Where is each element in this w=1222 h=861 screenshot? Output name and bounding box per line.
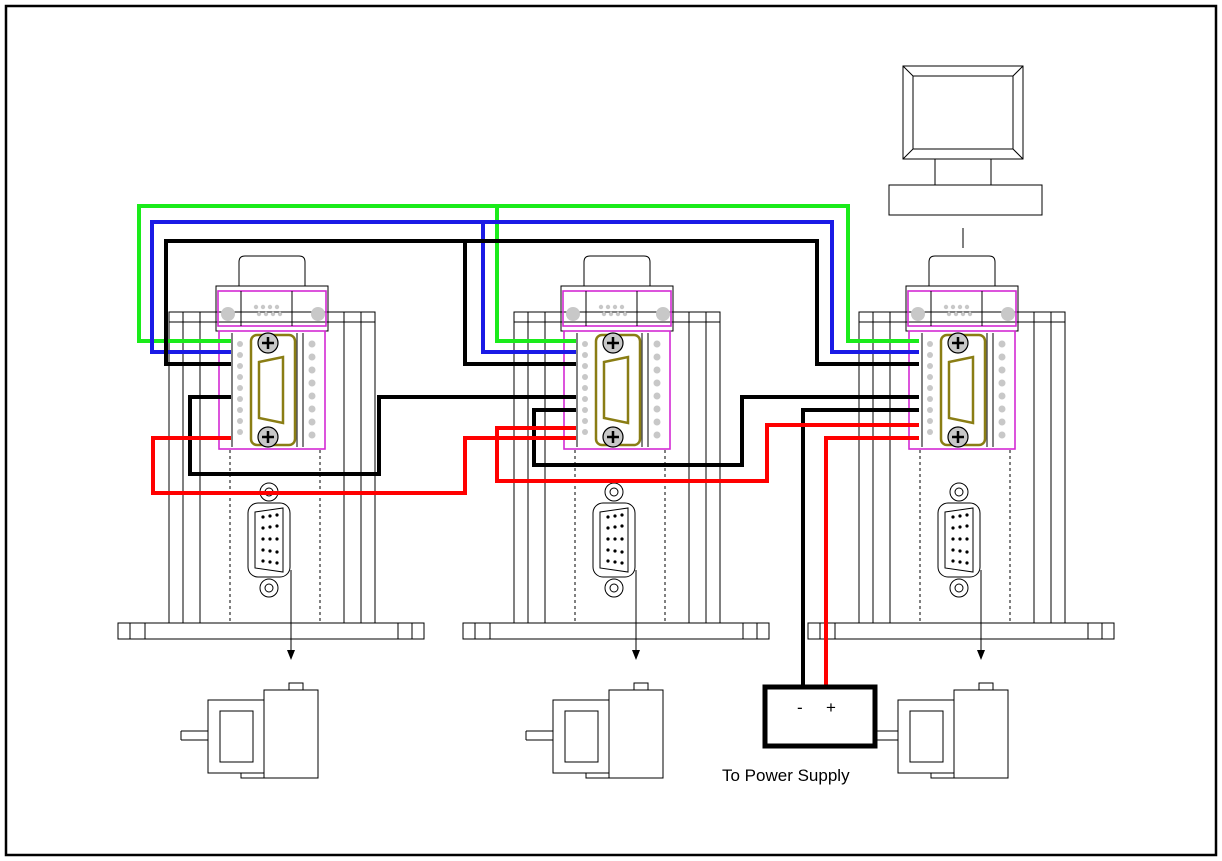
red-wire	[151, 436, 576, 495]
communication-wiring	[137, 204, 919, 685]
red-wire	[495, 423, 919, 483]
power-supply-caption: To Power Supply	[722, 766, 850, 785]
computer-icon	[888, 65, 1043, 248]
red-wire	[824, 436, 919, 685]
outer-frame	[4, 4, 1218, 857]
black-wire	[164, 239, 919, 366]
power-minus-label: -	[797, 698, 803, 717]
blue-wire	[481, 224, 576, 354]
green-wire	[137, 204, 919, 343]
power-supply-box: - +	[762, 684, 878, 749]
black-wire	[801, 408, 919, 685]
black-wire	[188, 395, 576, 476]
stepper-motor-icon	[180, 682, 319, 779]
black-wire	[463, 243, 576, 366]
green-wire	[495, 208, 576, 343]
drive-unit	[117, 255, 425, 779]
black-wire	[532, 395, 919, 467]
stepper-motor-icon	[525, 682, 664, 779]
stepper-motor-icon	[870, 682, 1009, 779]
drive-unit	[462, 255, 770, 779]
power-plus-label: +	[826, 698, 836, 717]
